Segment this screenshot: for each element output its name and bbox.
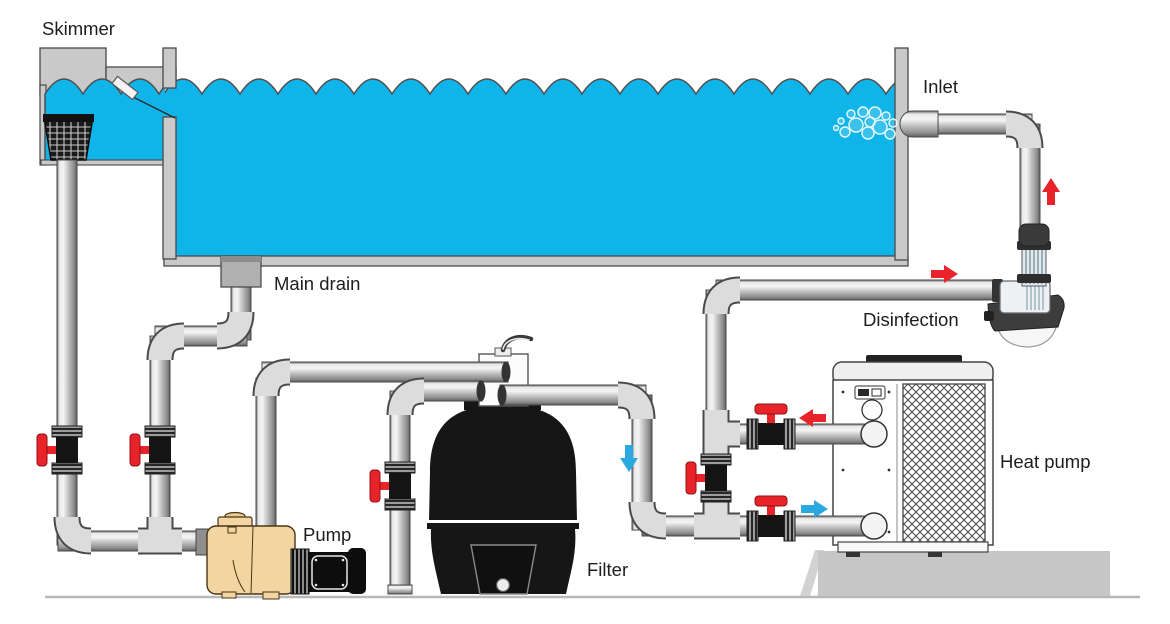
pool-assembly [39,47,909,267]
label-skimmer: Skimmer [42,18,115,39]
pump-motor [290,548,366,595]
heat-pump-port-in [860,512,888,540]
inlet-bubbles [832,106,898,140]
heat-pump-gauge [861,399,883,421]
pool-water [164,78,896,258]
filter-drain-plug [495,577,511,593]
pool-right-wall [894,47,909,261]
label-main-drain: Main drain [274,273,360,294]
skimmer-basket-rim [43,114,94,122]
pool-bottom-wall [163,255,909,267]
skimmer-basket [43,116,94,161]
filter-skirt [430,529,576,594]
concrete-base [800,550,1110,596]
filter-valve-port [501,361,511,383]
filter-stand-notch [470,544,537,595]
disinfection-cap [1018,223,1050,247]
label-disinfection: Disinfection [863,309,959,330]
pool-left-wall [162,116,177,260]
label-inlet: Inlet [923,76,958,97]
inlet-nozzle [899,110,939,138]
pipe-fittings [53,110,1044,555]
filter-valve-port [476,380,486,402]
label-pump: Pump [303,524,351,545]
label-heat-pump: Heat pump [1000,451,1091,472]
heat-pump-coil-mesh [902,383,986,543]
filter-valve-port [497,384,507,406]
main-drain [220,255,262,288]
filter-unit [427,334,579,595]
heat-pump-port-out [860,420,888,448]
disinfection-unit [984,223,1065,348]
pump-unit [195,511,366,600]
pool-left-wall-top [162,47,177,89]
filter-dome [429,405,577,521]
skimmer-weir-flap [111,75,139,101]
label-filter: Filter [587,559,628,580]
